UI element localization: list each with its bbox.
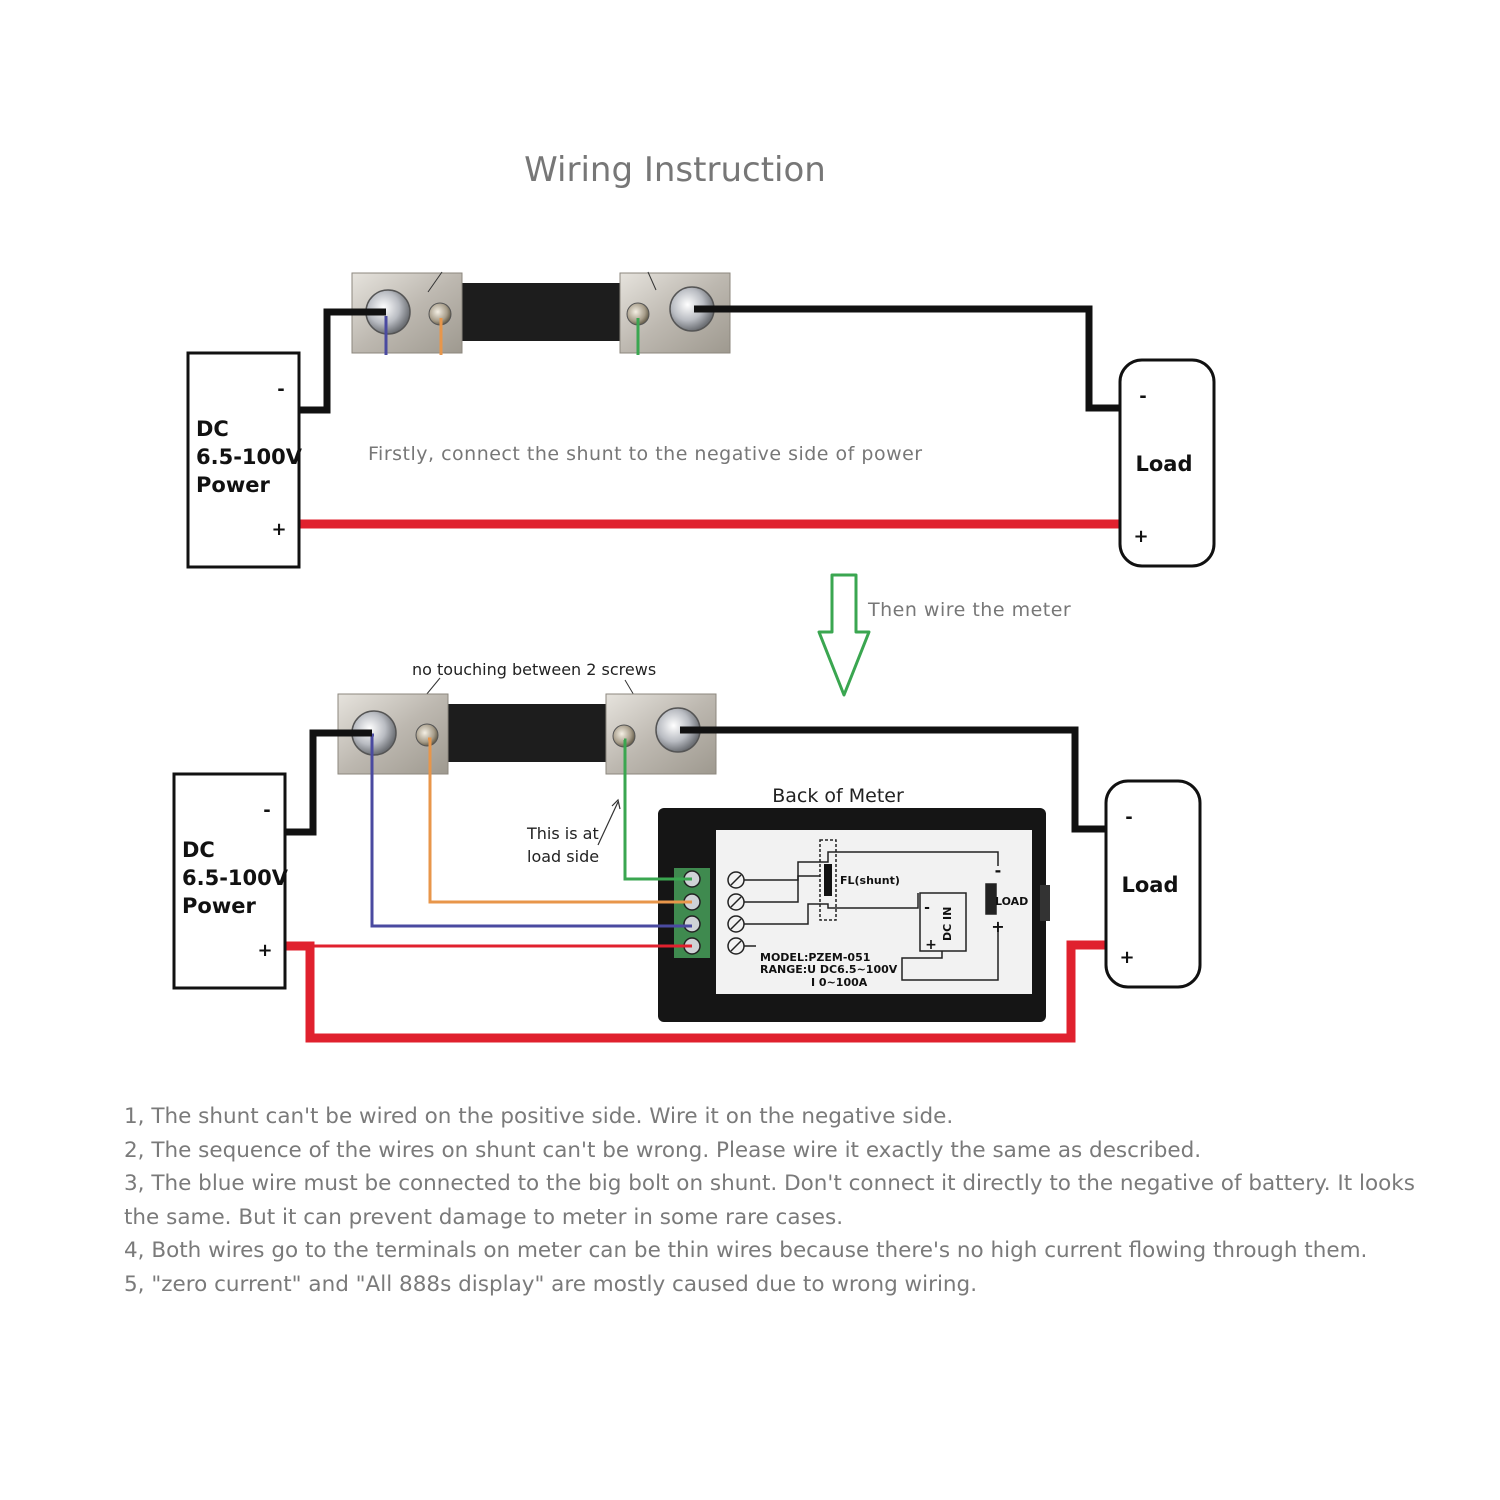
load-side-note-line1: This is at (526, 824, 599, 843)
load-neg-label: - (1139, 386, 1146, 407)
load-bottom: - Load + (1104, 779, 1202, 989)
power-neg-label: - (277, 379, 284, 400)
power-pos-label: + (271, 519, 286, 540)
power-supply-top: - DC 6.5-100V Power + (186, 351, 303, 569)
load-side-note-line2: load side (527, 847, 599, 866)
meter-dcin-label: DC IN (941, 907, 954, 941)
bottom-diagram: no touching between 2 screws Back of Met… (172, 660, 1202, 1043)
note-item: 3, The blue wire must be connected to th… (124, 1171, 1415, 1230)
power-label-line1: DC (182, 838, 215, 862)
shunt-screw-icon (415, 723, 439, 747)
load-label: Load (1121, 873, 1178, 897)
meter-model: MODEL:PZEM-051 (760, 951, 870, 964)
screws-note: no touching between 2 screws (412, 660, 656, 679)
terminal-screw-icon (683, 915, 701, 933)
power-label-line2: 6.5-100V (196, 445, 303, 469)
shunt-top (351, 271, 731, 354)
power-label-line3: Power (196, 473, 270, 497)
power-label-line1: DC (196, 417, 229, 441)
meter-range-i: I 0~100A (811, 976, 868, 989)
note-item: 5, "zero current" and "All 888s display"… (124, 1271, 978, 1297)
top-caption: Firstly, connect the shunt to the negati… (368, 443, 923, 465)
power-pos-label: + (257, 940, 272, 961)
down-arrow-icon (817, 573, 871, 697)
note-item: 1, The shunt can't be wired on the posit… (124, 1104, 954, 1129)
load-neg-label: - (1125, 807, 1132, 828)
power-neg-label: - (263, 800, 270, 821)
load-label: Load (1135, 452, 1192, 476)
meter-load-plus: + (991, 917, 1004, 936)
meter-dcin-plus: + (925, 937, 937, 953)
load-pos-label: + (1133, 526, 1148, 547)
meter-back: Back of Meter (658, 785, 1050, 1022)
top-diagram: - DC 6.5-100V Power + - Load + Firstly, … (186, 271, 1216, 569)
meter-title: Back of Meter (772, 785, 904, 807)
power-label-line3: Power (182, 894, 256, 918)
load-pos-label: + (1119, 947, 1134, 968)
power-label-line2: 6.5-100V (182, 866, 289, 890)
note-item: 4, Both wires go to the terminals on met… (124, 1238, 1368, 1263)
meter-dcin-minus: - (924, 900, 930, 916)
arrow-caption: Then wire the meter (867, 599, 1071, 621)
power-supply-bottom: - DC 6.5-100V Power + (172, 772, 289, 990)
meter-load-label: LOAD (995, 895, 1028, 908)
page-title: Wiring Instruction (524, 150, 826, 190)
notes-list: 1, The shunt can't be wired on the posit… (124, 1100, 1454, 1301)
meter-range-u: RANGE:U DC6.5~100V (760, 963, 898, 976)
meter-load-minus: - (995, 861, 1002, 880)
meter-shunt-label: FL(shunt) (840, 874, 900, 887)
shunt-bottom (337, 693, 717, 775)
note-item: 2, The sequence of the wires on shunt ca… (124, 1137, 1202, 1163)
load-top: - Load + (1118, 358, 1216, 568)
